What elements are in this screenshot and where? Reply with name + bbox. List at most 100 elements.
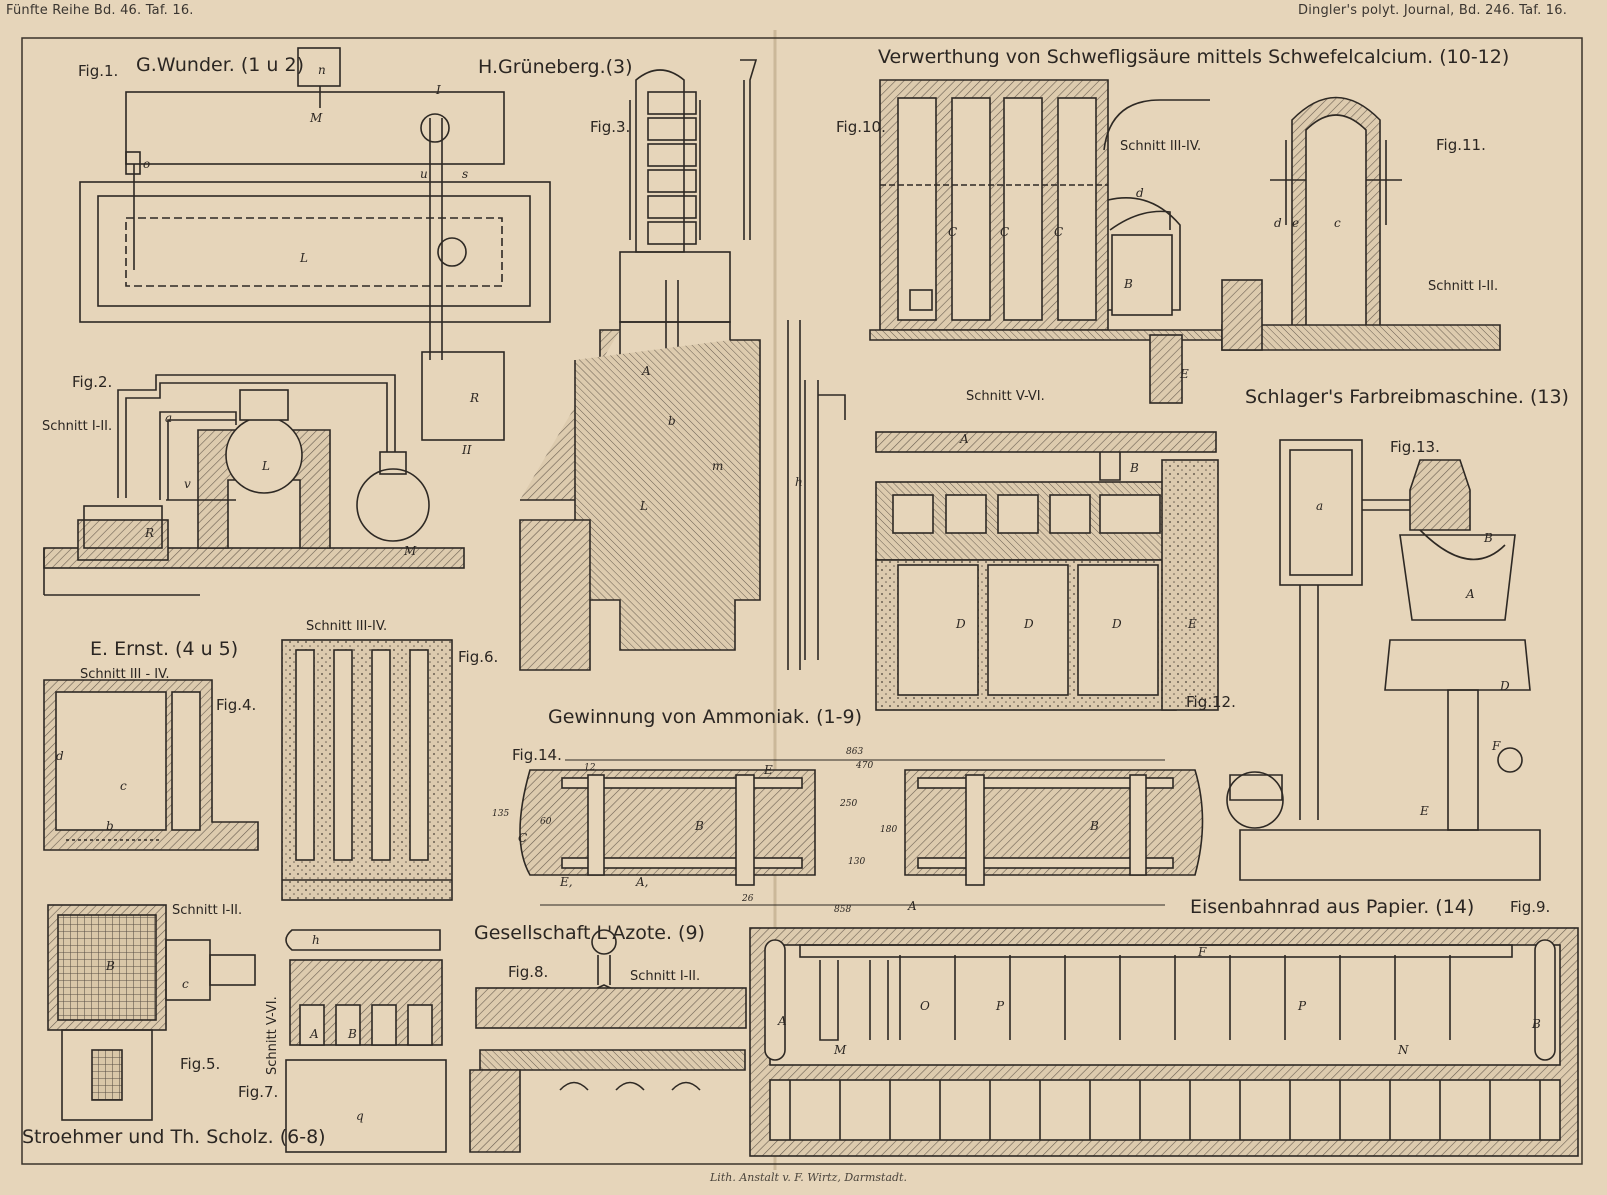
letter-O-fig9: O <box>920 999 930 1013</box>
letter-b-fig4: b <box>106 819 114 833</box>
fig5-drawing <box>47 904 256 1121</box>
dim-180: 180 <box>880 825 898 835</box>
dim-26: 26 <box>742 894 754 904</box>
title-stroehmer: Stroehmer und Th. Scholz. (6-8) <box>22 1126 326 1148</box>
letter-B-fig9: B <box>1532 1017 1541 1031</box>
letter-u-fig1: u <box>420 167 428 181</box>
fig9-drawing <box>749 927 1579 1157</box>
dim-130: 130 <box>848 857 866 867</box>
dim-858: 858 <box>834 905 852 915</box>
letter-L-fig3: L <box>640 499 648 513</box>
section-fig2: Schnitt I-II. <box>42 419 113 434</box>
letter-c-fig5: c <box>182 977 189 991</box>
letter-B-fig7: B <box>348 1027 357 1041</box>
fig6-drawing <box>281 639 453 901</box>
fig14-drawing <box>519 759 1204 906</box>
fig3-label: Fig.3. <box>590 118 631 136</box>
letter-q-fig7: q <box>356 1109 364 1123</box>
letter-B2-fig14: B <box>1090 819 1099 833</box>
header-left: Fünfte Reihe Bd. 46. Taf. 16. <box>6 3 194 18</box>
letter-L-fig1: L <box>300 251 308 265</box>
letter-C3-fig10: C <box>1054 225 1064 239</box>
dim-470: 470 <box>856 761 874 771</box>
letter-E-fig12: E <box>1188 617 1197 631</box>
title-schlager: Schlager's Farbreibmaschine. (13) <box>1245 386 1569 408</box>
fig12-drawing <box>875 431 1219 711</box>
letter-M-fig9: M <box>834 1043 847 1057</box>
fig3-drawing <box>519 59 846 671</box>
fig1-drawing <box>79 47 551 441</box>
title-azote: Gesellschaft L'Azote. (9) <box>474 922 705 944</box>
letter-A-fig13: A <box>1466 587 1475 601</box>
section-fig8: Schnitt I-II. <box>630 969 701 984</box>
letter-F-fig9: F <box>1198 945 1207 959</box>
title-eisenbahnrad: Eisenbahnrad aus Papier. (14) <box>1190 896 1475 918</box>
letter-R-fig2: R <box>145 526 155 540</box>
letter-A-fig14: A <box>908 899 917 913</box>
fig6-label: Fig.6. <box>458 648 499 666</box>
letter-s-fig1: s <box>462 167 469 181</box>
roman-I-fig1: I <box>436 83 441 97</box>
title-grueneberg: H.Grüneberg.(3) <box>478 56 633 78</box>
letter-o-fig1: o <box>143 157 151 171</box>
fig13-label: Fig.13. <box>1390 438 1440 456</box>
letter-M-fig2: M <box>404 544 417 558</box>
letter-C1-fig10: C <box>948 225 958 239</box>
letter-D3-fig12: D <box>1112 617 1122 631</box>
title-ernst: E. Ernst. (4 u 5) <box>90 638 239 660</box>
fig13-drawing <box>1226 439 1541 881</box>
letter-M-fig1: M <box>310 111 323 125</box>
title-ammoniak: Gewinnung von Ammoniak. (1-9) <box>548 706 862 728</box>
fig4-drawing <box>43 679 259 851</box>
plate-border <box>21 37 1583 1165</box>
fig8-label: Fig.8. <box>508 963 549 981</box>
letter-v-fig2: v <box>184 477 191 491</box>
letter-A-fig9: A <box>778 1014 787 1028</box>
letter-c-fig11: c <box>1334 216 1341 230</box>
letter-A-fig12: A <box>960 432 969 446</box>
dim-12: 12 <box>584 763 596 773</box>
fig10-drawing <box>869 79 1226 404</box>
roman-II-fig1: II <box>462 443 472 457</box>
letter-E-fig13: E <box>1420 804 1429 818</box>
letter-c-fig4: c <box>120 779 127 793</box>
section-fig7: Schnitt V-VI. <box>265 996 280 1075</box>
section-fig4: Schnitt III - IV. <box>80 667 170 682</box>
letter-n-fig1: n <box>318 63 326 77</box>
fig2-label: Fig.2. <box>72 373 113 391</box>
fig12-label: Fig.12. <box>1186 693 1236 711</box>
letter-A-fig7: A <box>310 1027 319 1041</box>
letter-C-fig14: C <box>518 831 528 845</box>
letter-B1-fig14: B <box>695 819 704 833</box>
letter-D2-fig12: D <box>1024 617 1034 631</box>
letter-B-fig13: B <box>1484 531 1493 545</box>
letter-B-fig10: B <box>1124 277 1133 291</box>
letter-E-fig10: E <box>1180 367 1189 381</box>
fig5-label: Fig.5. <box>180 1055 221 1073</box>
letter-E-fig14: E <box>764 763 773 777</box>
fig11-label: Fig.11. <box>1436 136 1486 154</box>
fig4-label: Fig.4. <box>216 696 257 714</box>
letter-L-fig2: L <box>262 459 270 473</box>
section-fig5: Schnitt I-II. <box>172 903 243 918</box>
letter-D-fig13: D <box>1500 679 1510 693</box>
letter-F-fig13: F <box>1492 739 1501 753</box>
section-fig10: Schnitt III-IV. <box>1120 139 1202 154</box>
header-right: Dingler's polyt. Journal, Bd. 246. Taf. … <box>1298 3 1568 18</box>
fig8-drawing <box>469 929 747 1153</box>
letter-D1-fig12: D <box>956 617 966 631</box>
letter-B-fig12: B <box>1130 461 1139 475</box>
letter-d-fig4: d <box>56 749 64 763</box>
letter-m-fig3: m <box>712 459 724 473</box>
fig9-label: Fig.9. <box>1510 898 1551 916</box>
dim-863: 863 <box>846 747 864 757</box>
letter-P1-fig9: P <box>996 999 1005 1013</box>
dim-250: 250 <box>840 799 858 809</box>
letter-B-fig5: B <box>106 959 115 973</box>
letter-R-fig1: R <box>470 391 480 405</box>
letter-b-fig3: b <box>668 414 676 428</box>
letter-h-fig7: h <box>312 933 320 947</box>
letter-a-fig13: a <box>1316 499 1324 513</box>
letter-P2-fig9: P <box>1298 999 1307 1013</box>
